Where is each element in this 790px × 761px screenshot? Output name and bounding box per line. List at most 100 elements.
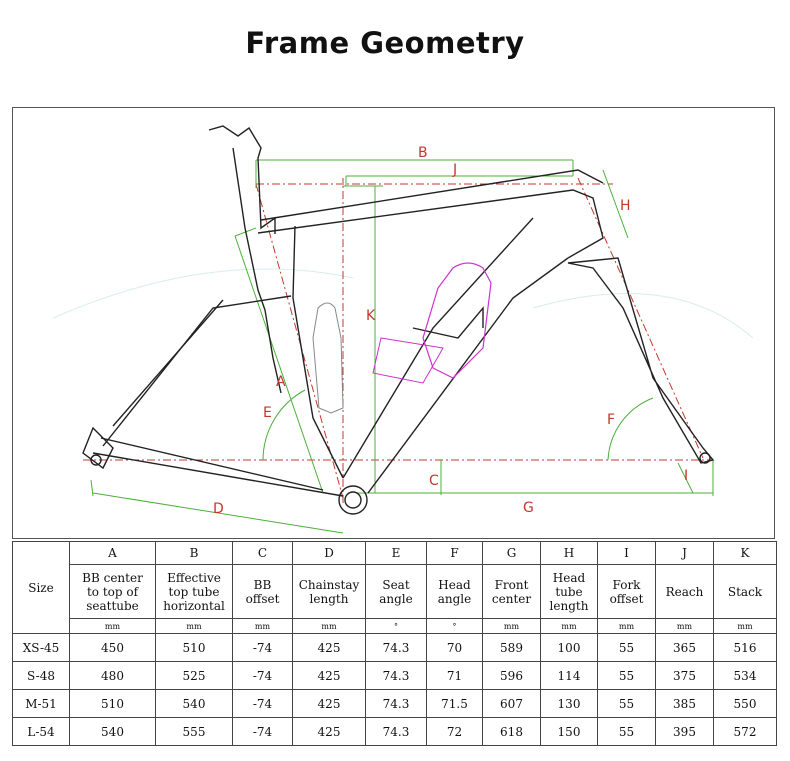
value-cell: 74.3 [365, 717, 427, 746]
col-unit: mm [155, 618, 233, 634]
col-letter: H [540, 541, 598, 565]
value-cell: 375 [655, 661, 714, 690]
value-cell: 74.3 [365, 633, 427, 662]
size-cell: S-48 [12, 661, 70, 690]
size-cell: L-54 [12, 717, 70, 746]
col-unit: ° [426, 618, 483, 634]
value-cell: 130 [540, 689, 598, 718]
label-g: G [523, 500, 534, 516]
col-unit: mm [655, 618, 714, 634]
col-name: Reach [655, 564, 714, 619]
value-cell: 425 [292, 717, 366, 746]
value-cell: 540 [69, 717, 156, 746]
value-cell: 607 [482, 689, 541, 718]
label-b: B [418, 145, 428, 161]
table-row: M-51 510 540 -74 425 74.3 71.5 607 130 5… [12, 689, 777, 718]
frame-outline [82, 125, 715, 515]
value-cell: 70 [426, 633, 483, 662]
size-cell: M-51 [12, 689, 70, 718]
value-cell: 74.3 [365, 689, 427, 718]
table-unit-row: mm mm mm mm ° ° mm mm mm mm mm [13, 618, 777, 634]
dimension-lines [90, 159, 714, 534]
value-cell: 555 [155, 717, 233, 746]
value-cell: 72 [426, 717, 483, 746]
value-cell: 516 [713, 633, 777, 662]
value-cell: 596 [482, 661, 541, 690]
value-cell: 510 [155, 633, 233, 662]
value-cell: 100 [540, 633, 598, 662]
col-unit: ° [365, 618, 427, 634]
size-header: Size [12, 541, 70, 634]
label-i: I [684, 468, 688, 484]
bike-frame-drawing: B J H K A E F C D G I [52, 125, 754, 534]
value-cell: 55 [597, 661, 656, 690]
value-cell: 510 [69, 689, 156, 718]
col-letter: D [292, 541, 366, 565]
value-cell: -74 [232, 717, 293, 746]
col-unit: mm [540, 618, 598, 634]
col-letter: K [713, 541, 777, 565]
label-c: C [429, 473, 439, 489]
table-row: L-54 540 555 -74 425 74.3 72 618 150 55 … [12, 717, 777, 746]
value-cell: 55 [597, 633, 656, 662]
value-cell: 425 [292, 661, 366, 690]
value-cell: 450 [69, 633, 156, 662]
value-cell: 525 [155, 661, 233, 690]
col-letter: A [69, 541, 156, 565]
col-letter: F [426, 541, 483, 565]
value-cell: 55 [597, 717, 656, 746]
table-row: S-48 480 525 -74 425 74.3 71 596 114 55 … [12, 661, 777, 690]
value-cell: 540 [155, 689, 233, 718]
col-unit: mm [482, 618, 541, 634]
geometry-diagram: B J H K A E F C D G I [12, 107, 775, 539]
table-letter-row: Size A B C D E F G H I J K [12, 541, 777, 634]
col-unit: mm [713, 618, 777, 634]
label-k: K [366, 308, 376, 324]
value-cell: 534 [713, 661, 777, 690]
label-j: J [452, 162, 457, 178]
value-cell: 589 [482, 633, 541, 662]
value-cell: 71 [426, 661, 483, 690]
value-cell: 618 [482, 717, 541, 746]
col-unit: mm [597, 618, 656, 634]
value-cell: 425 [292, 689, 366, 718]
value-cell: 395 [655, 717, 714, 746]
dimension-labels: B J H K A E F C D G I [213, 145, 688, 517]
value-cell: -74 [232, 661, 293, 690]
value-cell: 365 [655, 633, 714, 662]
value-cell: 385 [655, 689, 714, 718]
label-h: H [620, 198, 631, 214]
col-letter: E [365, 541, 427, 565]
value-cell: 150 [540, 717, 598, 746]
label-a: A [276, 374, 286, 390]
value-cell: 71.5 [426, 689, 483, 718]
value-cell: 550 [713, 689, 777, 718]
col-unit: mm [292, 618, 366, 634]
col-unit: mm [69, 618, 156, 634]
label-e: E [263, 405, 272, 421]
value-cell: 480 [69, 661, 156, 690]
label-f: F [607, 412, 615, 428]
value-cell: 572 [713, 717, 777, 746]
value-cell: 114 [540, 661, 598, 690]
label-d: D [213, 501, 224, 517]
col-name: Stack [713, 564, 777, 619]
value-cell: 425 [292, 633, 366, 662]
value-cell: -74 [232, 689, 293, 718]
size-cell: XS-45 [12, 633, 70, 662]
value-cell: -74 [232, 633, 293, 662]
table-row: XS-45 450 510 -74 425 74.3 70 589 100 55… [12, 633, 777, 662]
col-letter: G [482, 541, 541, 565]
bottle-cages [312, 262, 492, 414]
